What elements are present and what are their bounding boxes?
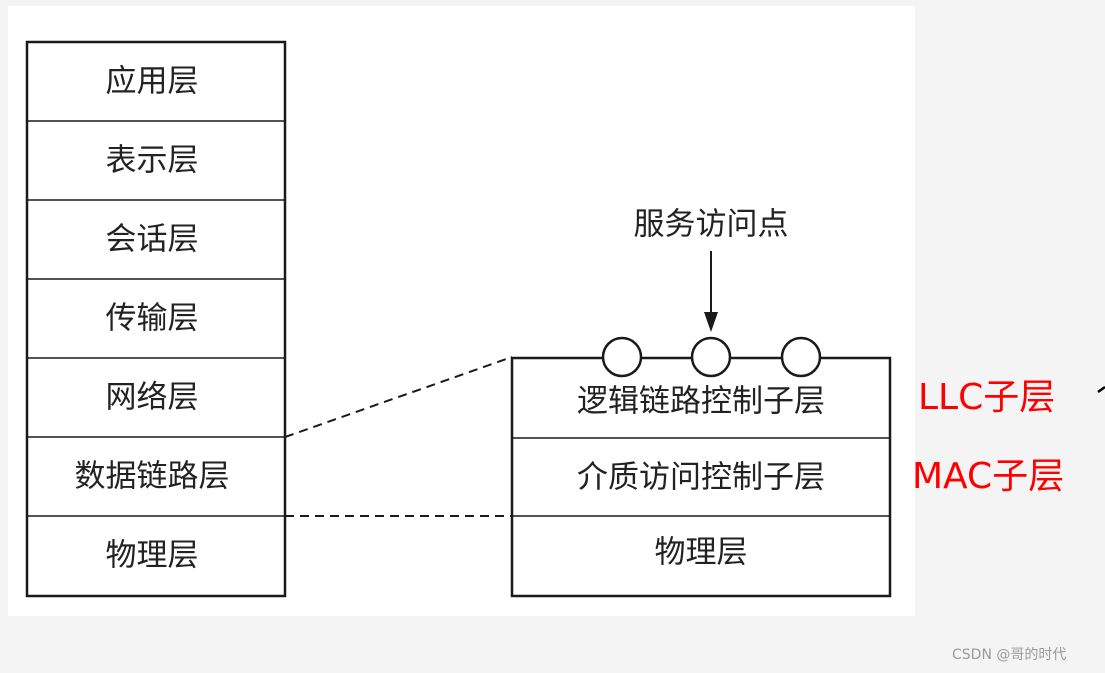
osi-layer-presentation: 表示层 — [106, 143, 199, 179]
service-access-point-label: 服务访问点 — [634, 207, 789, 243]
lan-stack-frame — [510, 356, 892, 598]
osi-layer-session: 会话层 — [106, 222, 199, 258]
osi-layer-data-link: 数据链路层 — [75, 459, 230, 495]
service-access-point-circle — [780, 336, 822, 378]
osi-stack: 应用层 表示层 会话层 传输层 网络层 数据链路层 物理层 — [25, 40, 287, 598]
service-access-points — [601, 336, 822, 378]
osi-stack-frame — [25, 40, 287, 598]
osi-layer-network: 网络层 — [106, 380, 199, 416]
osi-layer-physical: 物理层 — [106, 538, 199, 574]
service-access-point-circle — [690, 336, 732, 378]
lan-layer-mac: 介质访问控制子层 — [577, 460, 825, 496]
csdn-watermark: CSDN @哥的时代 — [952, 647, 1067, 663]
lan-layer-physical: 物理层 — [655, 535, 748, 571]
llc-sublayer-annotation: LLC子层 — [918, 377, 1055, 418]
lan-stack: 逻辑链路控制子层 介质访问控制子层 物理层 — [510, 356, 892, 598]
arrow-down-icon — [704, 312, 718, 332]
lan-layer-llc: 逻辑链路控制子层 — [577, 384, 825, 420]
osi-layer-application: 应用层 — [106, 64, 199, 100]
cropped-arrow-icon — [1097, 385, 1105, 394]
osi-layer-transport: 传输层 — [106, 301, 199, 337]
dashed-connector-data-link — [284, 356, 513, 438]
service-access-point-circle — [601, 336, 643, 378]
mac-sublayer-annotation: MAC子层 — [912, 456, 1064, 497]
